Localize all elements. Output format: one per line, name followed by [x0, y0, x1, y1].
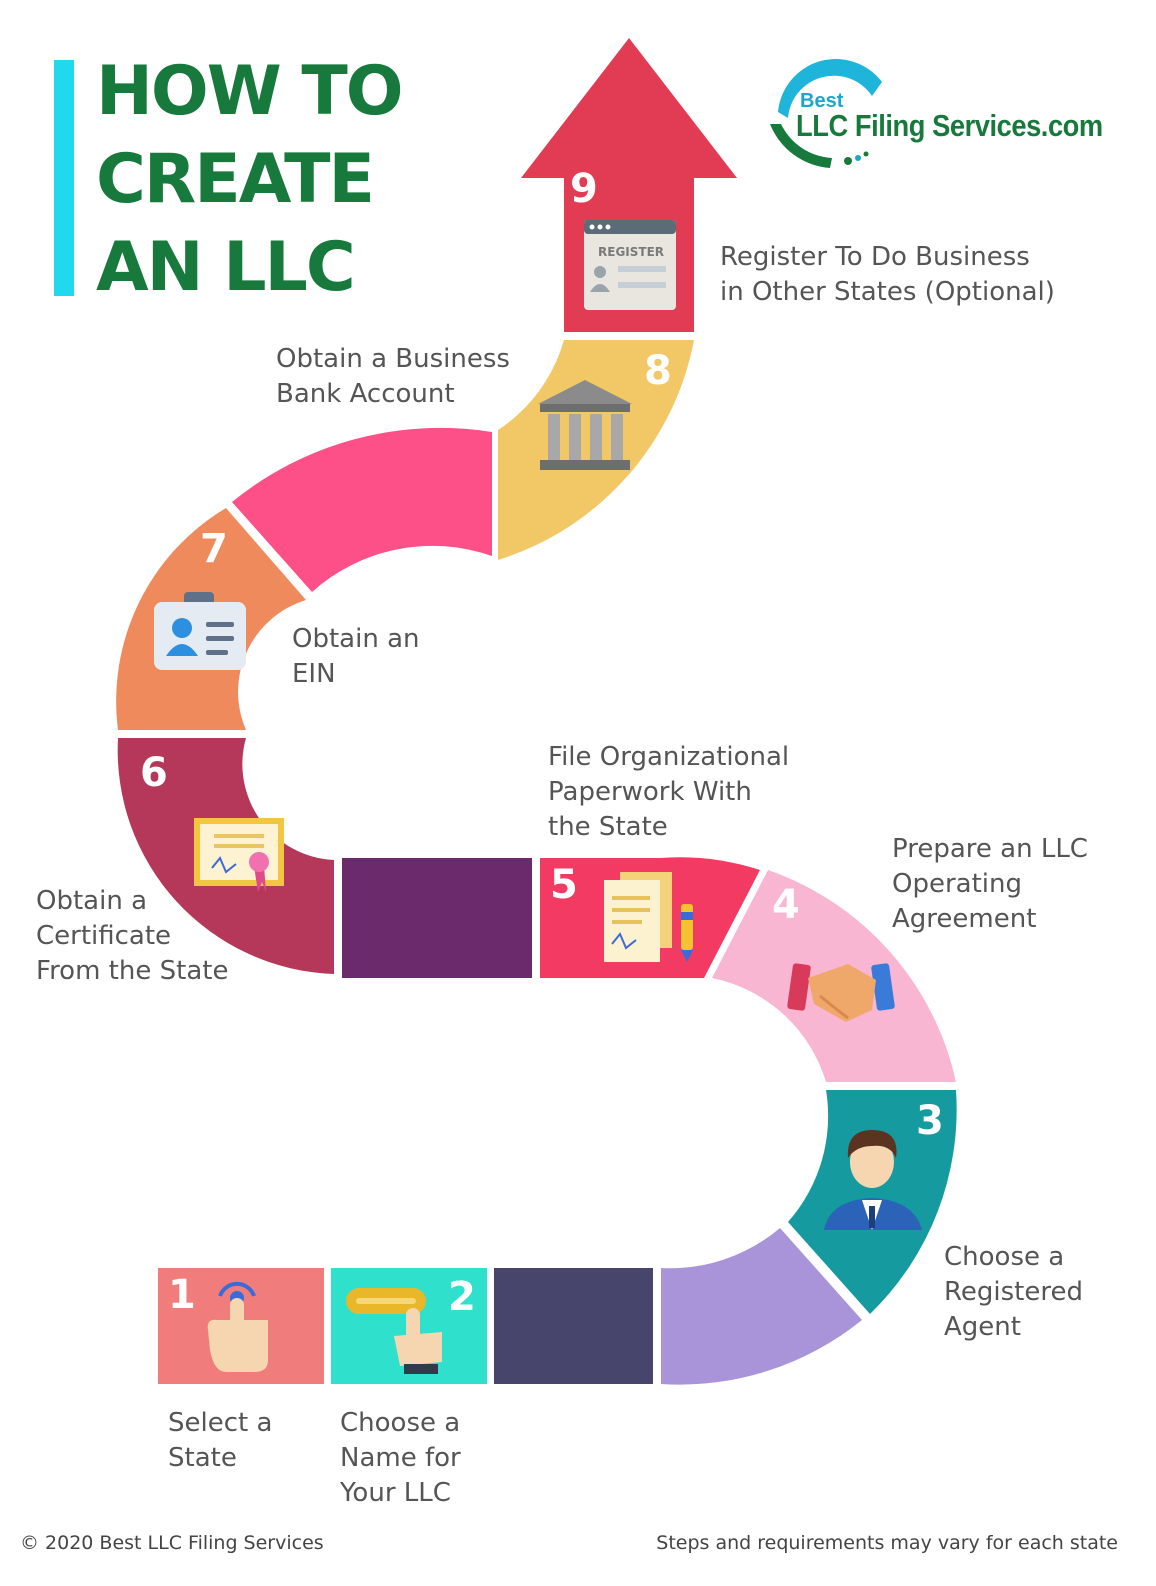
logo-small-text: Best [800, 90, 844, 112]
step-8-label-line: Bank Account [276, 379, 455, 409]
step-3-label: Choose a Registered Agent [944, 1240, 1083, 1345]
step-3-label-line: Choose a [944, 1242, 1065, 1272]
step-4-label-line: Prepare an LLC [892, 834, 1088, 864]
register-form-icon: REGISTER [584, 220, 676, 310]
step-4-label: Prepare an LLC Operating Agreement [892, 832, 1088, 937]
step-6-label-line: Obtain a [36, 886, 147, 916]
register-icon-text: REGISTER [598, 245, 664, 259]
step-5-label: File Organizational Paperwork With the S… [548, 740, 789, 845]
step-2-label-line: Name for [340, 1443, 461, 1473]
step-2-number: 2 [448, 1274, 476, 1320]
step-3-label-line: Registered [944, 1277, 1083, 1307]
step-9-label-line: Register To Do Business [720, 242, 1030, 272]
handshake-icon [787, 963, 895, 1022]
step-9-label-line: in Other States (Optional) [720, 277, 1055, 307]
logo-swoosh-icon [770, 59, 882, 168]
step-7-label: Obtain an EIN [292, 622, 419, 692]
step-1-label-line: State [168, 1443, 237, 1473]
step-7-label-line: Obtain an [292, 624, 420, 654]
logo-name: LLC Filing Services.com [796, 108, 1103, 143]
disclaimer-text: Steps and requirements may vary for each… [656, 1532, 1118, 1554]
step-3-number: 3 [916, 1098, 944, 1144]
step-1-label: Select a State [168, 1406, 272, 1476]
step-5-label-line: File Organizational [548, 742, 790, 772]
step-7-label-line: EIN [292, 659, 336, 689]
step-6-label-line: Certificate [36, 921, 172, 951]
documents-pen-icon [604, 872, 693, 962]
step-8-label: Obtain a Business Bank Account [276, 342, 510, 412]
step-6-number: 6 [140, 750, 168, 796]
step-5-number: 5 [550, 862, 578, 908]
step-2-label: Choose a Name for Your LLC [340, 1406, 461, 1511]
name-input-hand-icon [346, 1288, 442, 1374]
connector-block-c [342, 858, 532, 978]
copyright-text: © 2020 Best LLC Filing Services [20, 1532, 324, 1554]
step-6-label-line: From the State [36, 956, 229, 986]
step-1-label-line: Select a [168, 1408, 273, 1438]
step-2-label-line: Choose a [340, 1408, 461, 1438]
step-2-label-line: Your LLC [340, 1478, 451, 1508]
certificate-icon [194, 818, 284, 892]
step-9-label: Register To Do Business in Other States … [720, 240, 1055, 310]
step-9-number: 9 [570, 166, 598, 212]
step-1-number: 1 [168, 1272, 196, 1318]
step-4-number: 4 [772, 882, 800, 928]
step-5-label-line: Paperwork With [548, 777, 752, 807]
title-accent-bar [54, 60, 74, 296]
step-4-label-line: Operating [892, 869, 1022, 899]
tap-hand-icon [207, 1281, 268, 1372]
agent-person-icon [824, 1130, 922, 1230]
step-3-label-line: Agent [944, 1312, 1021, 1342]
connector-block-a [494, 1268, 653, 1384]
title-line-1: HOW TO [96, 52, 404, 131]
step-8-label-line: Obtain a Business [276, 344, 510, 374]
connector-curve-d [232, 427, 492, 592]
step-9-arrow [521, 38, 737, 332]
title-line-2: CREATE [96, 140, 375, 219]
step-7-number: 7 [200, 526, 228, 572]
step-5-label-line: the State [548, 812, 668, 842]
step-8-number: 8 [644, 348, 672, 394]
step-6-label: Obtain a Certificate From the State [36, 884, 228, 989]
connector-curve-b [661, 1228, 862, 1385]
id-card-icon [154, 592, 246, 670]
step-4-label-line: Agreement [892, 904, 1037, 934]
bank-icon [538, 380, 632, 470]
title-line-3: AN LLC [96, 228, 356, 307]
